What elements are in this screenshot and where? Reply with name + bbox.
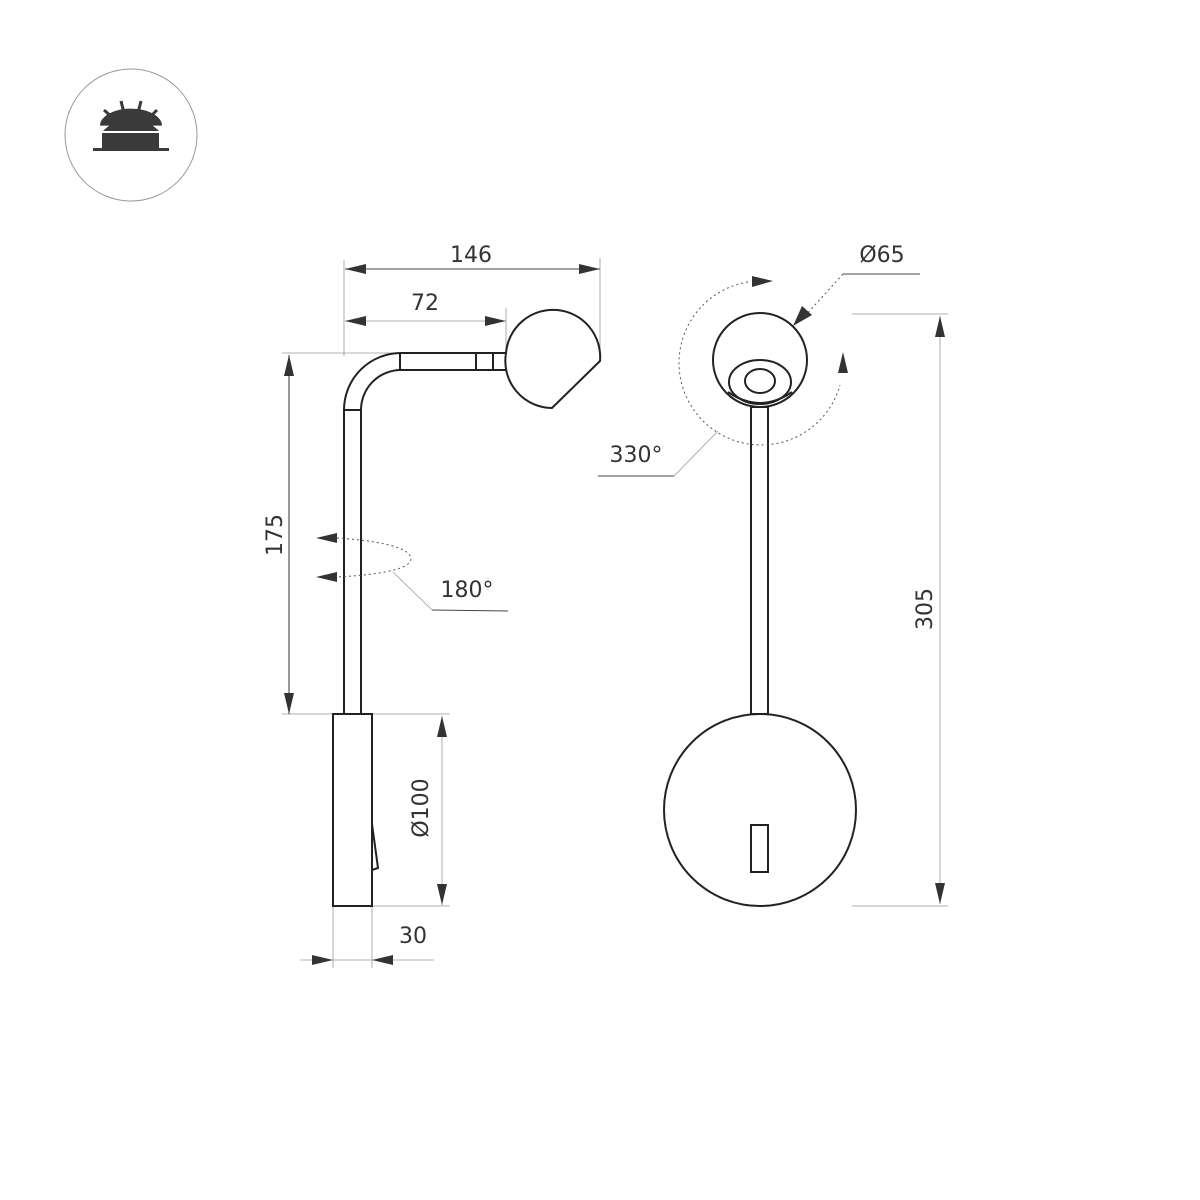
- dim-head-diameter: Ø65: [859, 243, 904, 268]
- dim-base-diameter: Ø100: [409, 778, 434, 837]
- dim-head-rotation: 330°: [610, 443, 663, 468]
- dim-overall-height: 305: [913, 588, 938, 630]
- dim-base-depth: 30: [399, 924, 427, 949]
- side-view: [282, 258, 602, 968]
- dim-overall-width: 146: [450, 243, 492, 268]
- dim-arm-height: 175: [263, 514, 288, 556]
- front-view: [598, 273, 948, 907]
- dim-rotation-180: 180°: [441, 578, 494, 603]
- surface-mounted-light-icon: [64, 68, 198, 202]
- dim-arm-length: 72: [411, 291, 439, 316]
